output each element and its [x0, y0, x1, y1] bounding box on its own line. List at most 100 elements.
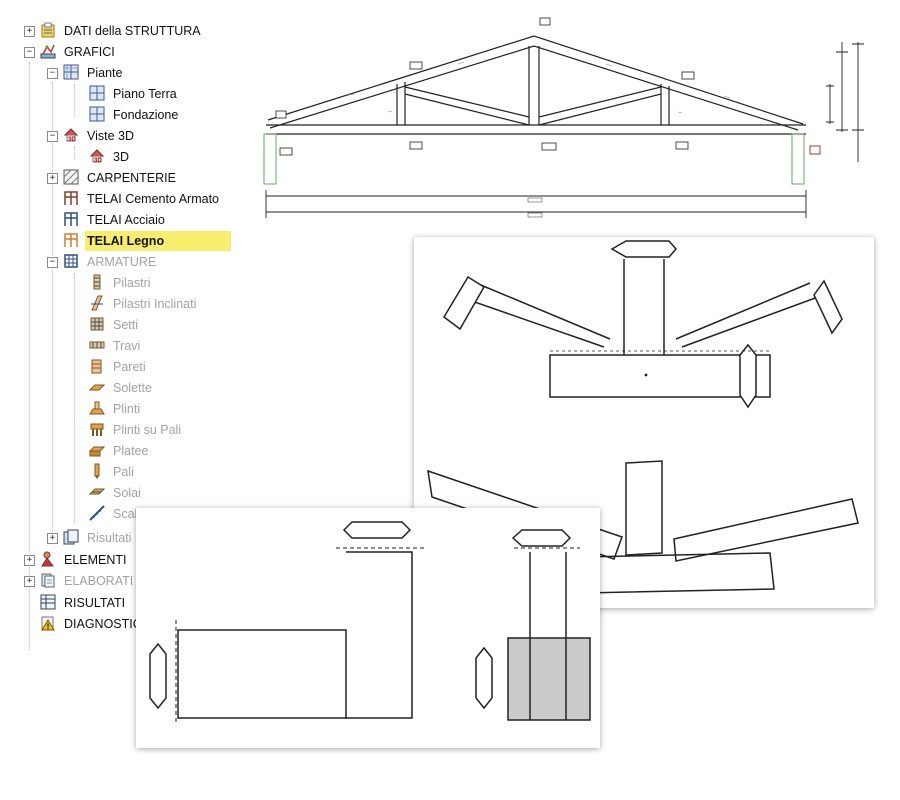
tree-node-pilastri[interactable]: Pilastri — [0, 273, 260, 293]
node-tag-highlighted — [809, 145, 821, 155]
expand-icon[interactable]: + — [47, 173, 58, 184]
collapse-icon[interactable]: − — [24, 47, 35, 58]
right-support — [791, 133, 805, 185]
tree-node-label: CARPENTERIE — [87, 171, 176, 185]
collapse-icon[interactable]: − — [47, 131, 58, 142]
pile-icon — [94, 463, 100, 479]
node-tag — [539, 17, 551, 26]
footing-icon — [89, 401, 105, 415]
slab-icon — [89, 384, 105, 391]
tree-node-label: Pareti — [113, 360, 146, 374]
tree-node-telai-acciaio[interactable]: TELAI Acciaio — [0, 210, 260, 230]
tree-node-fondazione[interactable]: Fondazione — [0, 105, 260, 125]
tree-node-pali[interactable]: Pali — [0, 462, 260, 482]
collapse-icon[interactable]: − — [47, 257, 58, 268]
floor-slab-icon — [89, 488, 105, 495]
expand-icon[interactable]: + — [24, 555, 35, 566]
expand-icon[interactable]: + — [24, 26, 35, 37]
tree-node-risultati[interactable]: + Risultati — [0, 528, 260, 548]
tree-node-label: Pali — [113, 465, 134, 479]
node-tag — [279, 147, 293, 156]
warning-icon — [41, 616, 55, 631]
wall-rebar-icon — [90, 317, 104, 331]
tree-node-grafici[interactable]: − GRAFICI — [0, 42, 260, 62]
tree-node-piante[interactable]: − Piante — [0, 63, 260, 83]
tree-node-label: Setti — [113, 318, 139, 332]
tree-node-platee[interactable]: Platee — [0, 441, 260, 461]
inclined-column-icon — [91, 295, 103, 311]
tree-node-telai-legno[interactable]: TELAI Legno — [0, 231, 260, 251]
clipboard-icon — [41, 22, 55, 38]
truss-vertical-posts — [396, 82, 670, 125]
tree-node-solette[interactable]: Solette — [0, 378, 260, 398]
tree-node-elementi[interactable]: + ELEMENTI — [0, 550, 260, 570]
tree-node-label: Piante — [87, 66, 123, 80]
results-table-icon — [40, 594, 56, 610]
frame-icon — [64, 191, 78, 205]
tree-node-label: DATI della STRUTTURA — [64, 24, 201, 38]
dimension-line-vertical — [836, 42, 848, 132]
tree-node-diagnostica[interactable]: DIAGNOSTICA — [0, 614, 260, 634]
tree-node-label: ARMATURE — [87, 255, 157, 269]
tree-node-telai-ca[interactable]: TELAI Cemento Armato — [0, 189, 260, 209]
svg-text:3D: 3D — [68, 137, 76, 143]
node-tag — [681, 71, 695, 80]
rebar-icon — [64, 254, 78, 268]
plan-grid-icon — [89, 85, 105, 101]
truss-bottom-chord — [266, 124, 806, 135]
tree-node-label: GRAFICI — [64, 45, 115, 59]
carpentry-icon — [63, 169, 79, 185]
tree-node-label: Plinti — [113, 402, 141, 416]
tree-node-label: Piano Terra — [113, 87, 177, 101]
chart-icon — [40, 44, 56, 59]
collapse-icon[interactable]: − — [47, 68, 58, 79]
tree-node-plinti-pali[interactable]: Plinti su Pali — [0, 420, 260, 440]
frame-icon — [64, 212, 78, 226]
section-detail-drawing — [149, 521, 591, 722]
expand-icon[interactable]: + — [47, 533, 58, 544]
tree-node-label: 3D — [113, 150, 129, 164]
tree-connector — [74, 147, 75, 159]
tree-node-piano-terra[interactable]: Piano Terra — [0, 84, 260, 104]
tree-node-pilastri-inclinati[interactable]: Pilastri Inclinati — [0, 294, 260, 314]
tree-node-plinti[interactable]: Plinti — [0, 399, 260, 419]
tree-connector — [52, 82, 53, 542]
tree-node-solai[interactable]: Solai — [0, 483, 260, 503]
svg-text:3D: 3D — [94, 158, 102, 164]
tree-node-label: ELABORATI — [64, 574, 134, 588]
frame-icon — [64, 233, 78, 247]
truss-top-chord-inner — [269, 45, 799, 131]
tree-node-label: DIAGNOSTICA — [64, 617, 151, 631]
tree-node-risultati-caps[interactable]: RISULTATI — [0, 593, 260, 613]
dimension-line — [265, 206, 807, 218]
tree-node-label: TELAI Cemento Armato — [87, 192, 220, 206]
tree-node-label: Fondazione — [113, 108, 179, 122]
node-tag — [541, 142, 557, 151]
tree-node-label: Risultati — [87, 531, 132, 545]
dimension-line — [265, 190, 807, 206]
documents-icon — [41, 573, 55, 588]
tree-node-travi[interactable]: Travi — [0, 336, 260, 356]
tree-connector — [74, 273, 75, 523]
tree-node-viste-3d[interactable]: − 3D Viste 3D — [0, 126, 260, 146]
tree-node-pareti[interactable]: Pareti — [0, 357, 260, 377]
elements-icon — [41, 551, 54, 567]
column-rebar-icon — [93, 274, 101, 290]
tree-node-armature[interactable]: − ARMATURE — [0, 252, 260, 272]
truss-top-chord — [267, 35, 804, 125]
section-detail-panel[interactable] — [136, 508, 600, 748]
tree-node-dati-struttura[interactable]: + DATI della STRUTTURA — [0, 21, 260, 41]
tree-node-setti[interactable]: Setti — [0, 315, 260, 335]
tree-node-label: Plinti su Pali — [113, 423, 182, 437]
expand-icon[interactable]: + — [24, 576, 35, 587]
truss-diagonal-right — [538, 86, 662, 126]
tree-node-label: ELEMENTI — [64, 553, 127, 567]
tree-connector — [74, 84, 75, 116]
results-icon — [63, 529, 79, 545]
tree-node-carpenterie[interactable]: + CARPENTERIE — [0, 168, 260, 188]
project-tree: + DATI della STRUTTURA − GRAFICI − Piant… — [0, 0, 260, 800]
tree-node-elaborati[interactable]: + ELABORATI — [0, 571, 260, 591]
truss-elevation-drawing[interactable] — [258, 12, 878, 222]
tree-node-3d[interactable]: 3D 3D — [0, 147, 260, 167]
tree-node-label: Pilastri — [113, 276, 151, 290]
